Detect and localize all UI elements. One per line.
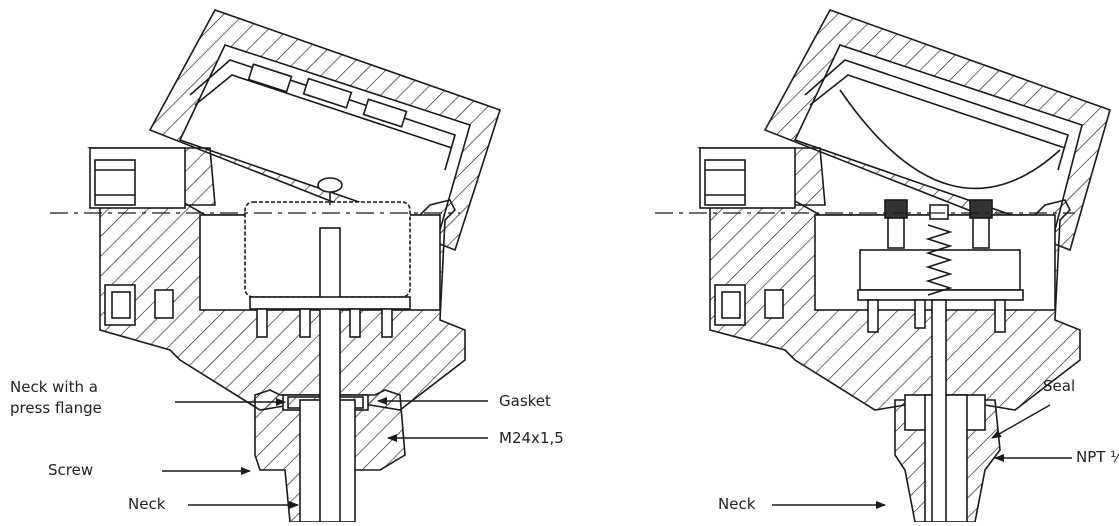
leader-seal <box>991 404 1051 439</box>
label-npt-thread: NPT ½ <box>1076 448 1119 466</box>
label-right-neck: Neck <box>718 495 756 513</box>
right-terminal-head <box>655 9 1111 523</box>
label-m24-thread: M24x1,5 <box>499 429 564 447</box>
right-cable-gland <box>714 284 784 326</box>
label-seal: Seal <box>1043 377 1076 395</box>
label-gasket: Gasket <box>499 392 551 410</box>
right-measuring-insert <box>857 199 1024 523</box>
right-leaders <box>772 404 1072 509</box>
left-terminal-head <box>50 9 502 523</box>
left-lid <box>148 9 502 252</box>
left-leaders <box>162 397 488 509</box>
left-cable-gland <box>104 284 174 326</box>
label-neck-flange-line1: Neck with a <box>10 378 98 396</box>
right-neck <box>894 394 1001 523</box>
label-left-neck: Neck <box>128 495 166 513</box>
label-neck-flange-line2: press flange <box>10 399 102 417</box>
right-lid <box>763 9 1111 252</box>
left-measuring-insert <box>244 177 411 523</box>
label-screw: Screw <box>48 461 94 479</box>
